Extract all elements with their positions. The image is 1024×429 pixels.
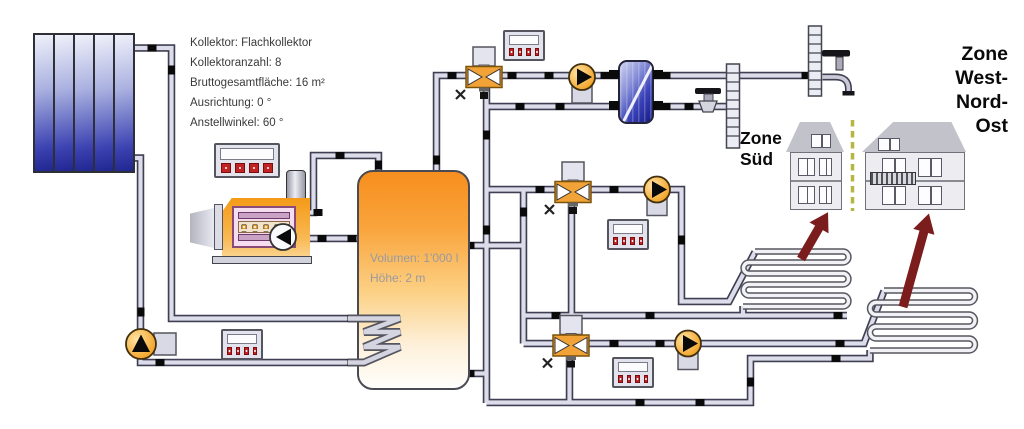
shutoff-valve[interactable] xyxy=(695,88,721,113)
collector-info-line: Kollektoranzahl: 8 xyxy=(190,57,282,69)
controller-display xyxy=(613,224,643,234)
controller-solar[interactable] xyxy=(221,329,263,360)
building-zone-west-nord-ost[interactable] xyxy=(862,122,966,210)
window xyxy=(798,158,815,176)
cold-water-riser[interactable] xyxy=(725,63,741,149)
arrow-zone-sued xyxy=(797,212,829,262)
collector-segment xyxy=(35,35,53,171)
controller-loop2[interactable] xyxy=(612,357,654,388)
floor-divider xyxy=(791,180,841,182)
controller-display xyxy=(227,334,257,344)
zone-label-line: Zone xyxy=(961,43,1008,65)
controller-display xyxy=(220,148,274,160)
collector-info-line: Kollektor: Flachkollektor xyxy=(190,37,313,49)
controller-loop1[interactable] xyxy=(607,219,649,250)
pump-boiler[interactable] xyxy=(269,223,297,251)
collector-segment xyxy=(55,35,73,171)
collector-info-line: Anstellwinkel: 60 ° xyxy=(190,117,284,129)
window xyxy=(819,186,832,204)
burner-cone-icon xyxy=(190,208,214,248)
tank-volume-label: Volumen: 1'000 l xyxy=(370,251,459,265)
controller-display xyxy=(509,35,539,45)
building-zone-sued[interactable] xyxy=(786,122,844,210)
collector-info: Kollektor: Flachkollektor Kollektoranzah… xyxy=(190,33,325,133)
controller-buttons[interactable] xyxy=(220,163,274,173)
building-walls xyxy=(790,152,842,210)
hot-water-riser[interactable] xyxy=(807,25,823,97)
window xyxy=(819,158,832,176)
collector-segment xyxy=(75,35,93,171)
window xyxy=(918,186,942,205)
controller-buttons[interactable] xyxy=(613,237,643,245)
tank-height-label: Höhe: 2 m xyxy=(370,271,426,285)
collector-segment xyxy=(115,35,133,171)
heat-exchanger-ports xyxy=(609,70,663,110)
building-walls xyxy=(865,152,965,210)
boiler-tube xyxy=(238,212,290,219)
zone-label-line: Süd xyxy=(740,149,774,169)
solar-collector[interactable] xyxy=(33,33,135,173)
pump-solar[interactable] xyxy=(125,328,177,360)
controller-buttons[interactable] xyxy=(227,347,257,355)
controller-buttons[interactable] xyxy=(509,48,539,56)
arrow-zone-west-nord-ost xyxy=(898,213,935,309)
zone-label-line: Zone xyxy=(740,128,782,148)
heat-exchanger[interactable] xyxy=(618,60,654,124)
collector-info-line: Ausrichtung: 0 ° xyxy=(190,97,272,109)
zone-west-nord-ost-label: Zone West- Nord- Ost xyxy=(918,42,1008,138)
tank-internal-coil[interactable] xyxy=(348,319,400,363)
dormer-window xyxy=(811,134,831,148)
hot-water-tap[interactable] xyxy=(822,50,855,96)
zone-label-line: Nord- xyxy=(956,91,1008,113)
controller-buttons[interactable] xyxy=(618,375,648,383)
collector-info-line: Bruttogesamtfläche: 16 m² xyxy=(190,77,325,89)
collector-segment xyxy=(95,35,113,171)
balcony-railing xyxy=(870,172,916,185)
tank-label: Volumen: 1'000 l Höhe: 2 m xyxy=(370,248,458,288)
controller-dhw[interactable] xyxy=(503,30,545,61)
attic-window xyxy=(878,138,900,151)
window xyxy=(798,186,815,204)
window xyxy=(882,186,906,205)
zone-label-line: West- xyxy=(955,67,1008,89)
boiler-base xyxy=(212,256,312,264)
window xyxy=(918,158,942,177)
burner-plate xyxy=(214,204,223,250)
zone-sued-label: Zone Süd xyxy=(740,128,782,170)
controller-display xyxy=(618,362,648,372)
controller-boiler[interactable] xyxy=(214,143,280,178)
zone-label-line: Ost xyxy=(975,115,1008,137)
